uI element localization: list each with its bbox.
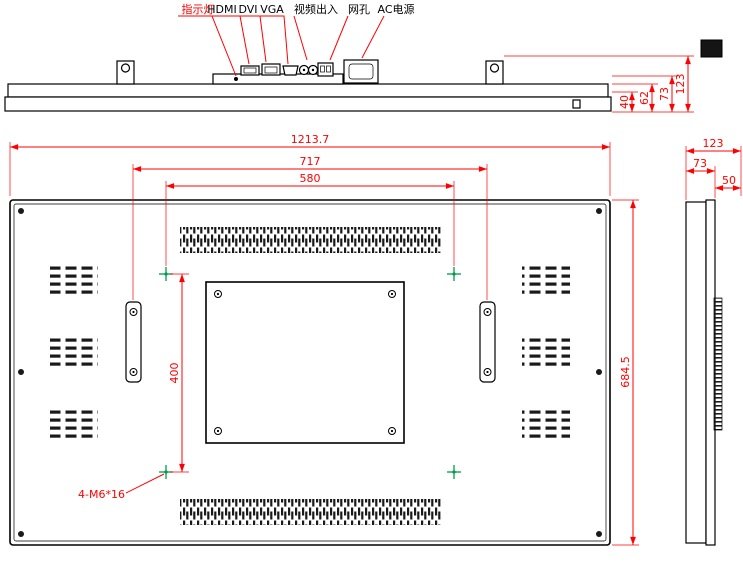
vent-strip-top <box>180 227 442 253</box>
vent-group-right-3 <box>522 406 570 438</box>
vent-group-left-1 <box>50 266 98 298</box>
video-io-jacks <box>298 64 319 76</box>
hanging-tab-right <box>485 60 504 85</box>
mount-hole-top-left <box>159 267 173 281</box>
leader-screw-note <box>125 473 165 494</box>
dim-text-62: 62 <box>638 91 651 105</box>
dim-text-mount-width: 580 <box>300 172 321 185</box>
rear-view-dimensions: 1213.7 717 580 400 684.5 4-M6*16 <box>9 133 639 546</box>
vent-group-left-2 <box>50 336 98 368</box>
vent-strip-bottom <box>180 499 442 525</box>
leader-indicator <box>178 15 237 77</box>
mount-hole-bottom-right <box>447 465 461 479</box>
dim-text-40: 40 <box>618 95 631 109</box>
top-view-back-strip <box>7 83 609 98</box>
connector-leader-lines <box>178 15 385 77</box>
mount-bracket-right <box>479 301 496 383</box>
vent-group-right-2 <box>522 336 570 368</box>
top-view-front-strip <box>4 96 612 112</box>
leader-dvi <box>236 15 267 63</box>
indicator-led <box>234 77 238 81</box>
leader-hdmi <box>204 15 250 65</box>
rear-panel-screws <box>18 208 602 537</box>
leader-vga <box>260 15 289 65</box>
top-view: 指示灯 HDMI DVI VGA 视频出入 网孔 AC电源 40 62 73 1… <box>4 2 723 113</box>
side-view: 123 73 50 <box>685 137 742 546</box>
dim-text-overall-height: 684.5 <box>619 356 632 388</box>
label-hdmi: HDMI <box>207 3 236 16</box>
bracket-end-view <box>700 39 723 58</box>
dim-text-overall-width: 1213.7 <box>291 133 330 146</box>
side-view-back-box <box>685 201 707 544</box>
dvi-port <box>261 63 281 76</box>
leader-ac <box>361 15 385 59</box>
hanging-tab-left <box>116 60 135 85</box>
dim-text-depth-front: 50 <box>722 174 736 187</box>
rear-view: 1213.7 717 580 400 684.5 4-M6*16 <box>9 133 639 546</box>
dim-text-123-top: 123 <box>674 74 687 95</box>
vesa-plate <box>205 281 405 444</box>
dim-text-depth-body: 73 <box>693 157 707 170</box>
vent-group-left-3 <box>50 406 98 438</box>
dim-text-bracket-spacing: 717 <box>300 155 321 168</box>
mount-hole-top-right <box>447 267 461 281</box>
screw-note-text: 4-M6*16 <box>78 488 125 501</box>
label-ac: AC电源 <box>377 2 414 16</box>
label-indicator: 指示灯 <box>182 2 215 16</box>
dim-text-depth-total: 123 <box>703 137 724 150</box>
power-button <box>572 99 581 109</box>
leader-video-io <box>293 15 308 61</box>
top-view-dimensions: 40 62 73 123 <box>504 55 694 113</box>
ac-power-inlet <box>343 59 379 84</box>
rear-panel-inner-line <box>13 203 607 542</box>
lan-port <box>317 62 334 77</box>
label-lan: 网孔 <box>348 3 370 16</box>
label-vga: VGA <box>260 3 284 16</box>
label-video-io: 视频出入 <box>294 2 338 16</box>
label-dvi: DVI <box>238 3 257 16</box>
mount-bracket-left <box>125 301 142 383</box>
side-view-grip <box>713 297 723 431</box>
leader-lan <box>329 15 349 61</box>
hdmi-port <box>240 65 260 76</box>
connector-cluster <box>212 59 379 85</box>
vent-group-right-1 <box>522 266 570 298</box>
mount-hole-markers <box>159 267 461 479</box>
dim-text-mount-height: 400 <box>168 363 181 384</box>
vga-port <box>282 65 299 76</box>
side-view-dimensions: 123 73 50 <box>685 137 742 200</box>
dim-text-73: 73 <box>658 87 671 101</box>
